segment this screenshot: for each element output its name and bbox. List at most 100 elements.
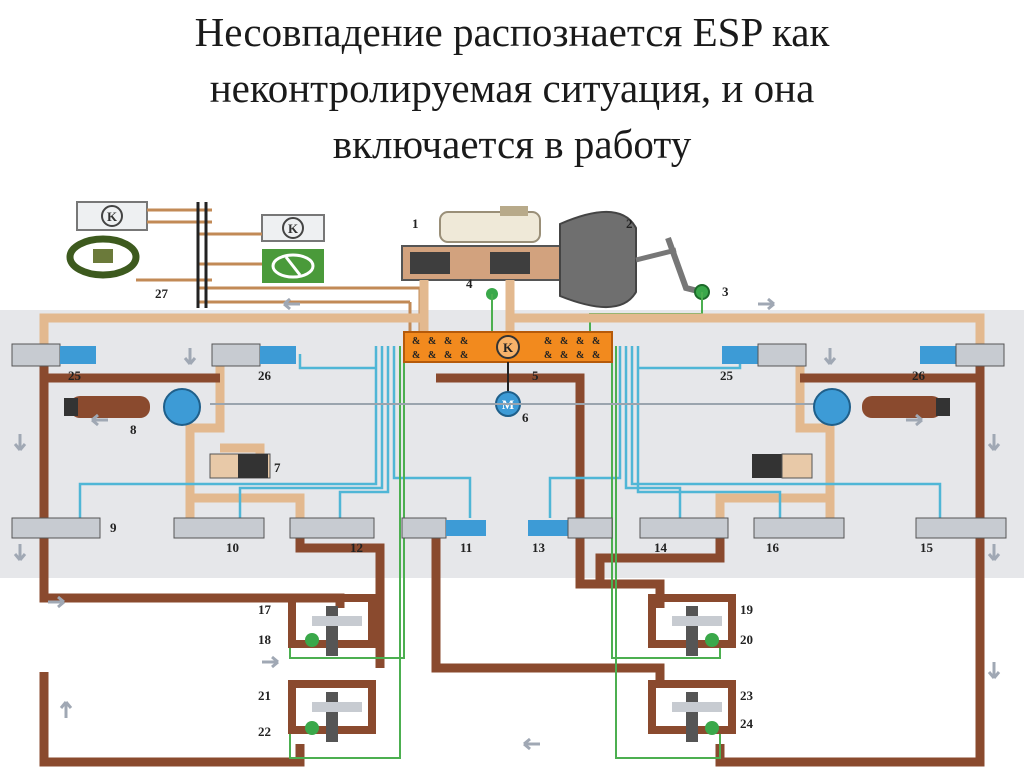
pad-21 (312, 702, 362, 712)
valve-26-left-coil (260, 346, 296, 364)
valve-25-right (757, 343, 807, 367)
fluid-reservoir (439, 211, 541, 243)
label-20: 20 (740, 632, 753, 647)
damper-left-spring (238, 454, 268, 478)
pump-element-right (813, 388, 851, 426)
pump-element-left (163, 388, 201, 426)
hydraulic-control-unit: & & & & & & & & K & & & & & & & & 5 M 6 (210, 331, 820, 425)
return-pump-left: 8 (64, 388, 201, 437)
label-1: 1 (412, 216, 419, 231)
sensor-18 (305, 633, 319, 647)
svg-text:&: & (460, 336, 468, 347)
master-cylinder-spring (410, 252, 450, 274)
label-10: 10 (226, 540, 239, 555)
yaw-sensor-symbol (101, 205, 123, 227)
valve-12 (289, 517, 375, 539)
label-5: 5 (532, 368, 539, 383)
label-24: 24 (740, 716, 754, 731)
valve-row-top: 25 26 25 26 (11, 343, 1005, 383)
brake-lines (39, 358, 985, 767)
label-25-right: 25 (720, 368, 734, 383)
label-26-left: 26 (258, 368, 272, 383)
label-15: 15 (920, 540, 934, 555)
svg-text:&: & (444, 336, 452, 347)
sensor-22 (305, 721, 319, 735)
svg-text:&: & (592, 350, 600, 361)
label-23: 23 (740, 688, 754, 703)
label-3: 3 (722, 284, 729, 299)
svg-text:&: & (560, 336, 568, 347)
slide-title: Несовпадение распознается ESP как неконт… (0, 4, 1024, 172)
sensor-20 (705, 633, 719, 647)
flow-arrows (13, 348, 1001, 751)
esp-hydraulic-diagram: K K 2 7 (0, 201, 1024, 767)
pad-17 (312, 616, 362, 626)
valve-26-left (211, 343, 261, 367)
label-12: 12 (350, 540, 363, 555)
svg-text:&: & (576, 350, 584, 361)
valve-row-bottom: 9 10 12 11 13 14 16 15 (11, 517, 1007, 555)
label-7: 7 (274, 460, 281, 475)
steering-wheel-icon (66, 235, 140, 279)
label-6: 6 (522, 410, 529, 425)
return-pump-right (813, 388, 950, 427)
svg-text:&: & (428, 336, 436, 347)
label-8: 8 (130, 422, 137, 437)
disc-23 (686, 692, 698, 742)
valve-13 (567, 517, 613, 539)
yaw-sensor-letter: K (107, 209, 118, 224)
flow-arrow-8r (906, 413, 923, 427)
valve-13-coil (528, 520, 568, 536)
pad-23 (672, 702, 722, 712)
svg-text:&: & (428, 350, 436, 361)
accumulator-right-cap (936, 398, 950, 416)
disc-19 (686, 606, 698, 656)
valve-25-right-coil (722, 346, 758, 364)
damper-right-spring (752, 454, 782, 478)
lateral-sensor-letter: K (288, 221, 299, 236)
can-bus-trunk (196, 202, 208, 308)
damper-right-body (781, 453, 813, 479)
flow-arrow-8 (91, 413, 108, 427)
svg-text:&: & (544, 350, 552, 361)
title-line-3: включается в работу (332, 121, 692, 167)
sensor-cluster-left: K K 27 (66, 201, 422, 338)
sensor-24 (705, 721, 719, 735)
label-22: 22 (258, 724, 271, 739)
disc-21 (326, 692, 338, 742)
svg-text:&: & (412, 336, 420, 347)
esp-switch-symbol (271, 253, 315, 279)
label-26-right: 26 (912, 368, 926, 383)
ecu-contacts-right: & & & & & & & & (544, 336, 600, 361)
label-2: 2 (626, 216, 633, 231)
label-16: 16 (766, 540, 780, 555)
svg-text:&: & (444, 350, 452, 361)
svg-text:&: & (560, 350, 568, 361)
label-17: 17 (258, 602, 272, 617)
valve-11-coil (446, 520, 486, 536)
pad-19 (672, 616, 722, 626)
valve-26-right-coil (920, 346, 956, 364)
brake-booster (559, 211, 637, 308)
valve-16 (753, 517, 845, 539)
valve-25-left (11, 343, 61, 367)
pedal-rod (635, 247, 677, 263)
label-13: 13 (532, 540, 546, 555)
flow-arrow-can (283, 297, 300, 311)
ecu-letter: K (503, 340, 514, 355)
label-4: 4 (466, 276, 473, 291)
master-cylinder-spring-2 (490, 252, 530, 274)
valve-15 (915, 517, 1007, 539)
esp-switch-line (284, 256, 302, 276)
reservoir-cap (500, 206, 528, 216)
valve-11 (401, 517, 447, 539)
label-25-left: 25 (68, 368, 82, 383)
accumulator-right (862, 396, 942, 418)
title-line-2: неконтролируемая ситуация, и она (209, 65, 815, 111)
label-21: 21 (258, 688, 271, 703)
lateral-sensor-box (261, 214, 325, 242)
accumulator-left (70, 396, 150, 418)
valve-9 (11, 517, 101, 539)
valve-14 (639, 517, 729, 539)
valve-26-right (955, 343, 1005, 367)
